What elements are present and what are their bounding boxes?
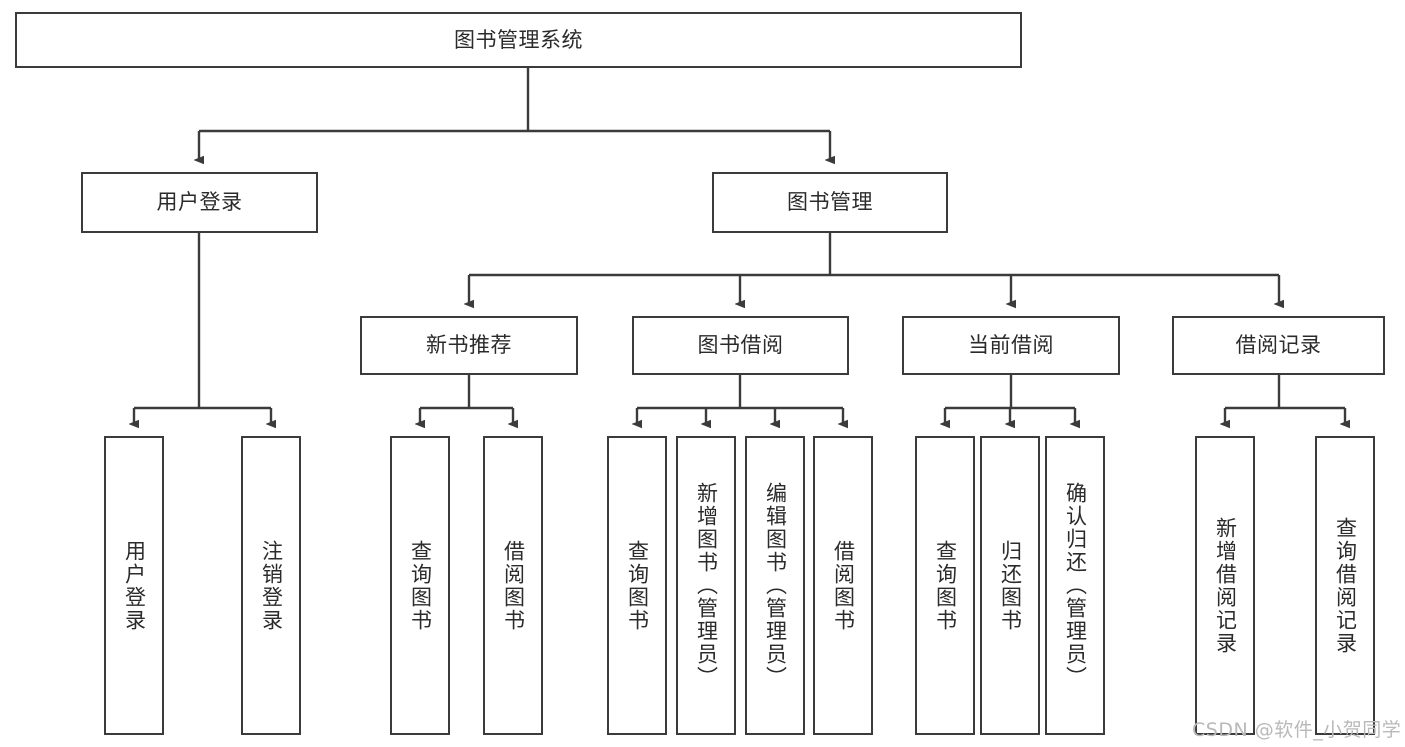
node-user-login[interactable]: 用户登录 — [81, 172, 318, 233]
node-label: 归还图书 — [998, 539, 1023, 632]
leaf-book-borrow-add-book-admin[interactable]: 新增图书（管理员） — [676, 436, 736, 735]
node-label: 查询图书 — [625, 539, 650, 632]
node-new-book-recommendation[interactable]: 新书推荐 — [360, 316, 578, 375]
leaf-new-book-borrow-books[interactable]: 借阅图书 — [483, 436, 543, 735]
node-label: 新增图书（管理员） — [694, 482, 719, 689]
node-book-borrowing[interactable]: 图书借阅 — [632, 316, 849, 375]
node-label: 新增借阅记录 — [1213, 516, 1238, 655]
node-label: 新书推荐 — [426, 333, 512, 358]
leaf-borrow-record-query-record[interactable]: 查询借阅记录 — [1315, 436, 1375, 735]
node-label: 查询借阅记录 — [1333, 516, 1358, 655]
leaf-user-login-login[interactable]: 用户登录 — [104, 436, 164, 735]
leaf-current-borrow-confirm-return-admin[interactable]: 确认归还（管理员） — [1045, 436, 1105, 735]
watermark-text: CSDN @软件_小贺同学 — [1192, 719, 1402, 741]
csdn-watermark: CSDN @软件_小贺同学 — [1192, 715, 1401, 742]
node-label: 借阅图书 — [831, 539, 856, 632]
node-label: 查询图书 — [408, 539, 433, 632]
node-label: 借阅图书 — [501, 539, 526, 632]
leaf-book-borrow-borrow-books[interactable]: 借阅图书 — [813, 436, 873, 735]
node-current-borrowing[interactable]: 当前借阅 — [902, 316, 1120, 375]
node-label: 编辑图书（管理员） — [763, 482, 788, 689]
leaf-book-borrow-query-books[interactable]: 查询图书 — [607, 436, 667, 735]
leaf-new-book-query-books[interactable]: 查询图书 — [390, 436, 450, 735]
node-root-book-management-system[interactable]: 图书管理系统 — [15, 12, 1022, 68]
node-label: 用户登录 — [122, 539, 147, 632]
node-label: 注销登录 — [259, 539, 284, 632]
leaf-current-borrow-return-books[interactable]: 归还图书 — [980, 436, 1040, 735]
node-label: 图书管理系统 — [454, 27, 583, 52]
node-book-management[interactable]: 图书管理 — [712, 172, 948, 233]
node-label: 用户登录 — [156, 190, 243, 215]
leaf-borrow-record-add-record[interactable]: 新增借阅记录 — [1195, 436, 1255, 735]
node-label: 当前借阅 — [968, 333, 1054, 358]
leaf-book-borrow-edit-book-admin[interactable]: 编辑图书（管理员） — [745, 436, 805, 735]
node-label: 借阅记录 — [1235, 333, 1322, 358]
node-borrowing-records[interactable]: 借阅记录 — [1172, 316, 1385, 375]
node-label: 确认归还（管理员） — [1063, 482, 1088, 689]
node-label: 图书管理 — [787, 190, 873, 215]
node-label: 图书借阅 — [697, 333, 784, 358]
leaf-user-login-logout[interactable]: 注销登录 — [241, 436, 301, 735]
leaf-current-borrow-query-books[interactable]: 查询图书 — [915, 436, 975, 735]
node-label: 查询图书 — [933, 539, 958, 632]
